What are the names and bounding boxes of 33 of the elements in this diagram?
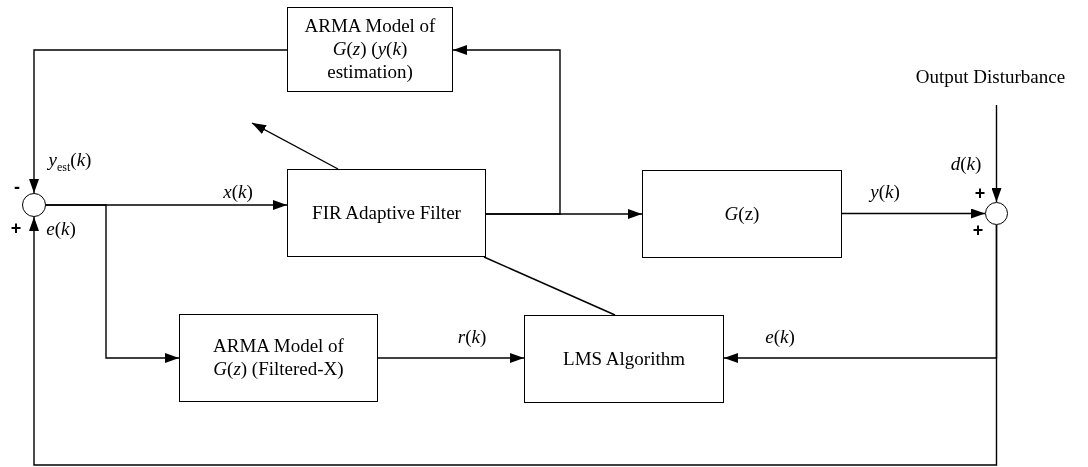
sign-label: + [972, 221, 984, 239]
process-box [287, 7, 453, 92]
connector-line [483, 256, 616, 316]
summing-junction [985, 202, 1008, 225]
arrow [991, 104, 1002, 203]
block-label: ARMA Model of G(z) (y(k) estimation) [303, 15, 437, 84]
process-box [524, 315, 724, 403]
edge-label: e(k) [44, 218, 78, 240]
sign-label: - [14, 178, 20, 196]
process-box [287, 169, 486, 257]
summing-junction [22, 193, 46, 217]
arrow [377, 353, 525, 363]
process-box [642, 170, 842, 258]
arrow [452, 45, 561, 215]
edge-label: r(k) [455, 326, 489, 348]
arrow [841, 208, 986, 219]
block-label: FIR Adaptive Filter [312, 201, 461, 225]
arrow [45, 204, 180, 363]
block-label: LMS Algorithm [563, 347, 685, 371]
sign-label: + [974, 184, 986, 202]
sign-label: + [10, 219, 22, 237]
edge-label: x(k) [221, 181, 255, 203]
edge-label: y(k) [868, 181, 902, 203]
arrow [29, 216, 998, 466]
edge-label: y$_{est}$(k) [46, 150, 94, 174]
arrow [251, 122, 339, 170]
edge-label: d(k) [948, 153, 984, 175]
process-box [179, 314, 378, 402]
input-label: Output Disturbance [915, 66, 1066, 89]
block-label: G(z) [724, 202, 760, 226]
arrow [29, 49, 288, 194]
edge-label: e(k) [763, 326, 797, 348]
block-label: ARMA Model of G(z) (Filtered-X) [212, 335, 345, 381]
